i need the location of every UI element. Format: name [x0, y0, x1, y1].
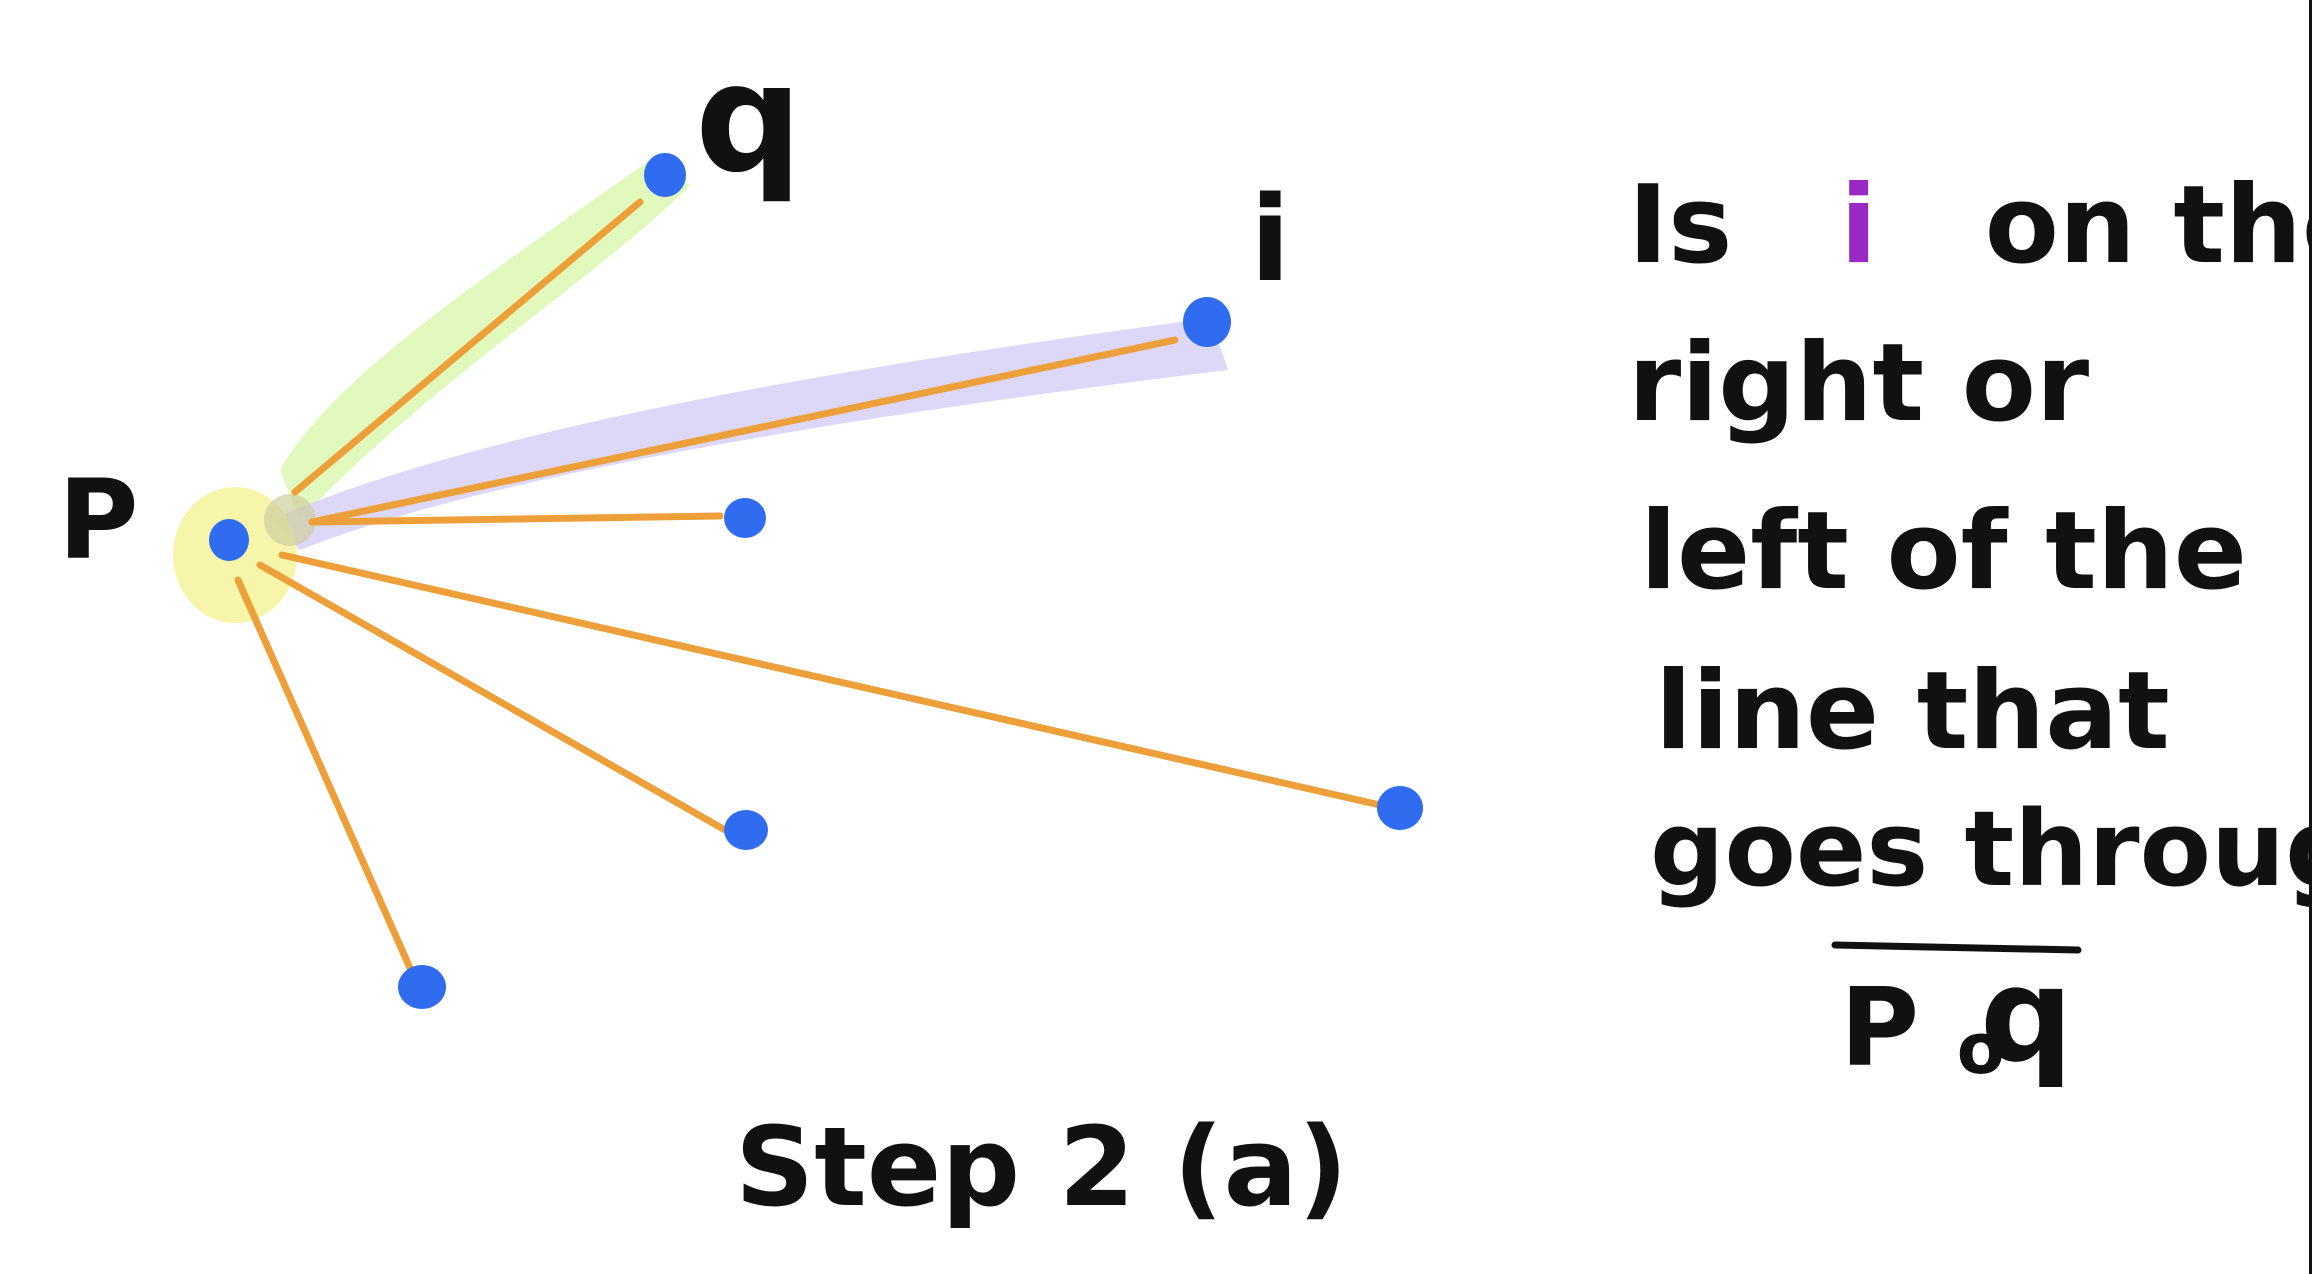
vector-q: q — [1980, 939, 2073, 1091]
point-i — [1183, 297, 1231, 347]
segment-to-bottom — [234, 576, 414, 972]
question-line-5: goes through — [1650, 788, 2312, 910]
point-lower-middle — [724, 810, 768, 850]
segment-to-far — [278, 551, 1384, 809]
question-is: Is — [1628, 163, 1732, 288]
vector-p-letter: P — [1840, 966, 1919, 1091]
question-on-the: on the — [1985, 163, 2312, 288]
label-p: P — [58, 456, 139, 584]
point-far-right — [1377, 786, 1423, 830]
question-line-1: Is i on the — [1628, 163, 2312, 288]
point-p — [209, 519, 249, 561]
points — [209, 153, 1423, 1009]
segments — [234, 198, 1384, 972]
label-q: q — [695, 32, 802, 206]
question-line-2: right or — [1628, 321, 2089, 446]
p-origin-overlap — [264, 494, 316, 546]
point-bottom — [398, 965, 446, 1009]
question-line-4: line that — [1655, 649, 2170, 774]
question-i: i — [1840, 163, 1877, 288]
segment-to-q — [291, 198, 644, 496]
point-mid — [724, 498, 766, 538]
vector-p-sub: o — [1957, 1008, 2005, 1090]
point-q — [644, 153, 686, 197]
label-i: i — [1250, 170, 1290, 308]
segment-to-mid — [308, 512, 724, 526]
vector-p: P o — [1840, 966, 2005, 1091]
segment-to-i — [308, 336, 1179, 526]
question-line-3: left of the — [1640, 489, 2247, 614]
caption: Step 2 (a) — [735, 1103, 1348, 1231]
right-edge-border — [2309, 0, 2312, 1274]
highlights — [173, 160, 1228, 623]
question-text: Is i on the right or left of the line th… — [1628, 163, 2312, 1091]
segment-to-low — [256, 561, 729, 834]
vector-bar — [1831, 941, 2082, 954]
